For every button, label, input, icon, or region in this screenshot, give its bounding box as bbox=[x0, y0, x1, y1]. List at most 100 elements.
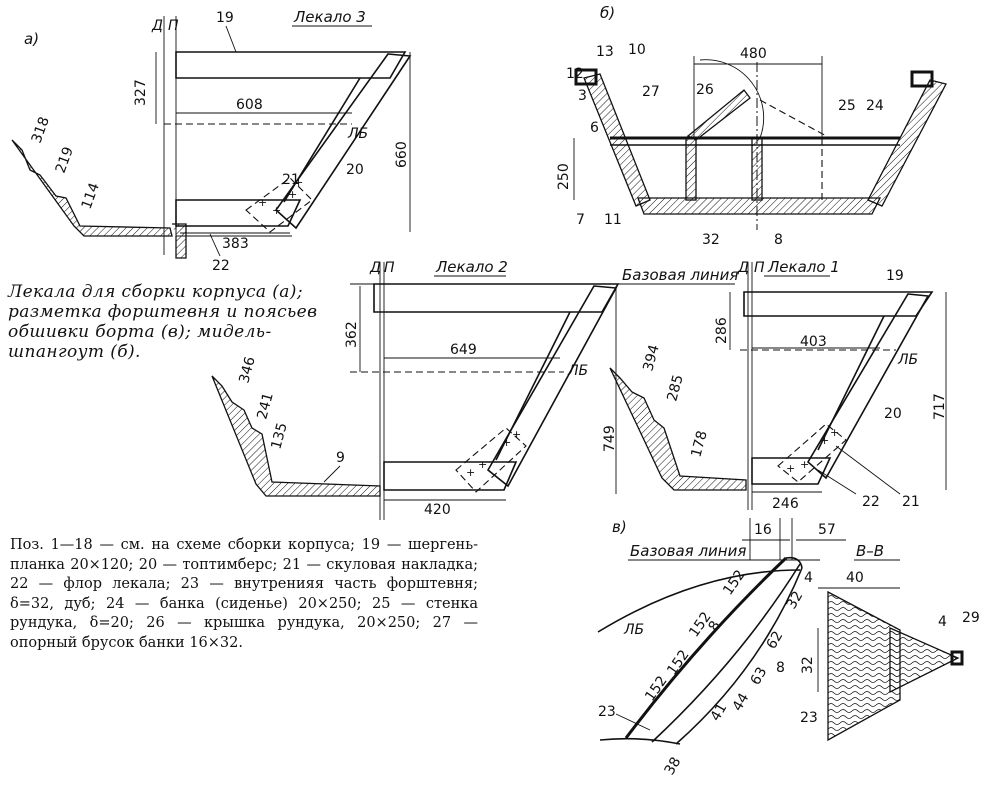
figure-caption: Лекала для сборки корпуса (а); разметка … bbox=[8, 282, 318, 362]
right-side bbox=[867, 79, 947, 207]
svg-text:+: + bbox=[502, 436, 511, 449]
p-label: П bbox=[168, 18, 179, 34]
svg-text:+: + bbox=[512, 428, 521, 441]
label-10: 10 bbox=[628, 42, 646, 58]
dim-63: 63 bbox=[748, 665, 771, 688]
label-21: 21 bbox=[282, 172, 300, 188]
svg-text:+: + bbox=[258, 196, 267, 209]
dim-346: 346 bbox=[236, 355, 258, 385]
lb-label-v: ЛБ bbox=[623, 622, 644, 638]
dim-362: 362 bbox=[344, 321, 360, 348]
label-4a: 4 bbox=[804, 570, 813, 586]
label-20b: 20 bbox=[884, 406, 902, 422]
label-13: 13 bbox=[596, 44, 614, 60]
dim-178: 178 bbox=[688, 429, 710, 459]
label-3: 3 bbox=[578, 88, 587, 104]
label-27: 27 bbox=[642, 84, 660, 100]
label-19b: 19 bbox=[886, 268, 904, 284]
dim-318: 318 bbox=[29, 115, 53, 146]
baseline-label: Базовая линия bbox=[622, 266, 738, 284]
dim-383: 383 bbox=[222, 236, 249, 252]
hull-planking bbox=[11, 139, 173, 237]
panel-a-template-3: а) Лекало 3 Д П 19 ++++ ЛБ 327 608 660 3… bbox=[11, 8, 412, 274]
floor-22 bbox=[175, 199, 302, 227]
template-2-title: Лекало 2 bbox=[435, 258, 508, 276]
label-26: 26 bbox=[696, 82, 714, 98]
baseline-label-v: Базовая линия bbox=[630, 542, 746, 560]
dim-649: 649 bbox=[450, 342, 477, 358]
label-6: 6 bbox=[590, 120, 599, 136]
dim-608: 608 bbox=[236, 97, 263, 113]
label-22b: 22 bbox=[862, 494, 880, 510]
panel-a-letter: а) bbox=[24, 30, 39, 48]
svg-text:+: + bbox=[478, 458, 487, 471]
dim-420: 420 bbox=[424, 502, 451, 518]
dim-41: 41 bbox=[708, 701, 731, 724]
planking-1 bbox=[609, 367, 747, 491]
dim-285: 285 bbox=[664, 373, 686, 403]
svg-text:+: + bbox=[466, 466, 475, 479]
panel-template-1: Д П Лекало 1 19 ++++ ЛБ 286 403 717 246 … bbox=[609, 258, 948, 512]
svg-text:+: + bbox=[288, 188, 297, 201]
left-side bbox=[583, 73, 651, 207]
dim-16: 16 bbox=[754, 522, 772, 538]
dim-480: 480 bbox=[740, 46, 767, 62]
topside-timber-20 bbox=[274, 53, 412, 230]
dim-44: 44 bbox=[730, 690, 753, 714]
dim-114: 114 bbox=[79, 181, 103, 212]
dim-286: 286 bbox=[714, 317, 730, 344]
label-8: 8 bbox=[774, 232, 783, 248]
dim-38: 38 bbox=[662, 755, 685, 778]
label-21b: 21 bbox=[902, 494, 920, 510]
p-label: П bbox=[754, 260, 765, 276]
dp-label: Д bbox=[151, 18, 163, 34]
svg-text:+: + bbox=[830, 426, 839, 439]
panel-v-letter: в) bbox=[612, 518, 627, 536]
dim-32: 32 bbox=[784, 589, 807, 612]
dim-40: 40 bbox=[846, 570, 864, 586]
svg-text:+: + bbox=[800, 458, 809, 471]
figure-legend: Поз. 1—18 — см. на схеме сборки корпуса;… bbox=[10, 537, 478, 651]
label-7: 7 bbox=[576, 212, 585, 228]
dim-62: 62 bbox=[764, 629, 787, 652]
panel-b-midship-frame: б) 480 250 12 13 10 3 27 26 2 bbox=[556, 4, 947, 248]
label-4b: 4 bbox=[938, 614, 947, 630]
panel-v-stem: в) Базовая линия 16 57 ЛБ 4 23 152 152 1… bbox=[597, 518, 980, 778]
bottom-planks bbox=[637, 197, 882, 215]
dim-135: 135 bbox=[268, 421, 290, 451]
svg-text:+: + bbox=[272, 204, 281, 217]
label-24: 24 bbox=[866, 98, 884, 114]
dim-250: 250 bbox=[556, 163, 572, 190]
lb-label: ЛБ bbox=[347, 126, 368, 142]
dim-403: 403 bbox=[800, 334, 827, 350]
template-3-title: Лекало 3 bbox=[293, 8, 366, 26]
dim-32b: 32 bbox=[800, 656, 816, 674]
panel-template-2: Д П Лекало 2 Базовая линия ++++ ЛБ 362 6… bbox=[211, 258, 738, 520]
svg-text:+: + bbox=[294, 176, 303, 189]
dim-394: 394 bbox=[640, 343, 662, 373]
dim-152a: 152 bbox=[720, 567, 748, 598]
label-22: 22 bbox=[212, 258, 230, 274]
section-stem-23 bbox=[827, 590, 901, 742]
dim-717: 717 bbox=[932, 393, 948, 420]
chine-gusset-21 bbox=[245, 177, 313, 233]
section-label: В–В bbox=[856, 542, 884, 560]
label-9: 9 bbox=[336, 450, 345, 466]
panel-b-letter: б) bbox=[600, 4, 615, 22]
label-19: 19 bbox=[216, 10, 234, 26]
label-20: 20 bbox=[346, 162, 364, 178]
label-12: 12 bbox=[566, 66, 584, 82]
locker-lid-26 bbox=[686, 89, 751, 141]
label-29: 29 bbox=[962, 610, 980, 626]
lb-label-1: ЛБ bbox=[897, 352, 918, 368]
label-23b: 23 bbox=[800, 710, 818, 726]
dim-749: 749 bbox=[602, 425, 618, 452]
dim-241: 241 bbox=[254, 391, 276, 421]
dim-57: 57 bbox=[818, 522, 836, 538]
lb-label-2: ЛБ bbox=[567, 363, 588, 379]
label-32: 32 bbox=[702, 232, 720, 248]
template-1-title: Лекало 1 bbox=[767, 258, 840, 276]
label-11: 11 bbox=[604, 212, 622, 228]
